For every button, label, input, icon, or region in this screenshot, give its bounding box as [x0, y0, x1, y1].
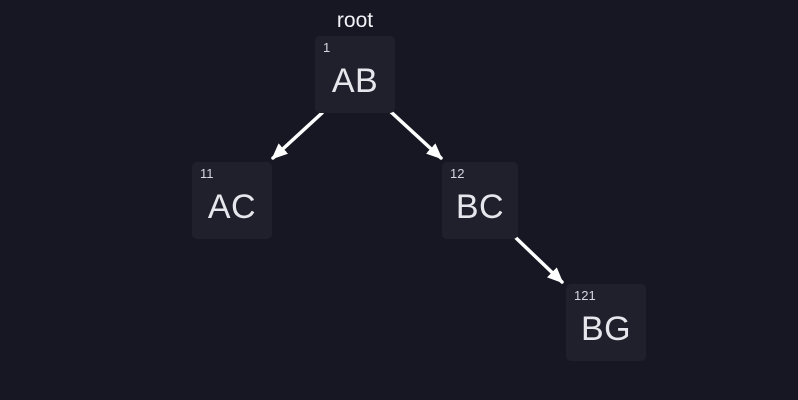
node-label: AC [207, 187, 257, 226]
tree-node-ac[interactable]: 11 AC [192, 162, 272, 239]
edge-arrow-ab-bc [389, 110, 443, 160]
tree-node-ab[interactable]: 1 AB [315, 36, 395, 113]
node-id: 12 [450, 166, 465, 181]
tree-node-bg[interactable]: 121 BG [566, 284, 646, 361]
edge-arrow-bc-bg [513, 235, 564, 284]
node-label: BC [455, 187, 505, 226]
node-label: BG [580, 309, 632, 348]
root-pointer-label: root [336, 9, 374, 32]
node-id: 11 [200, 166, 214, 181]
edge-arrow-ab-ac [271, 111, 324, 160]
node-id: 1 [323, 40, 331, 55]
node-id: 121 [574, 288, 596, 303]
node-label: AB [331, 61, 379, 100]
tree-node-bc[interactable]: 12 BC [442, 162, 518, 239]
